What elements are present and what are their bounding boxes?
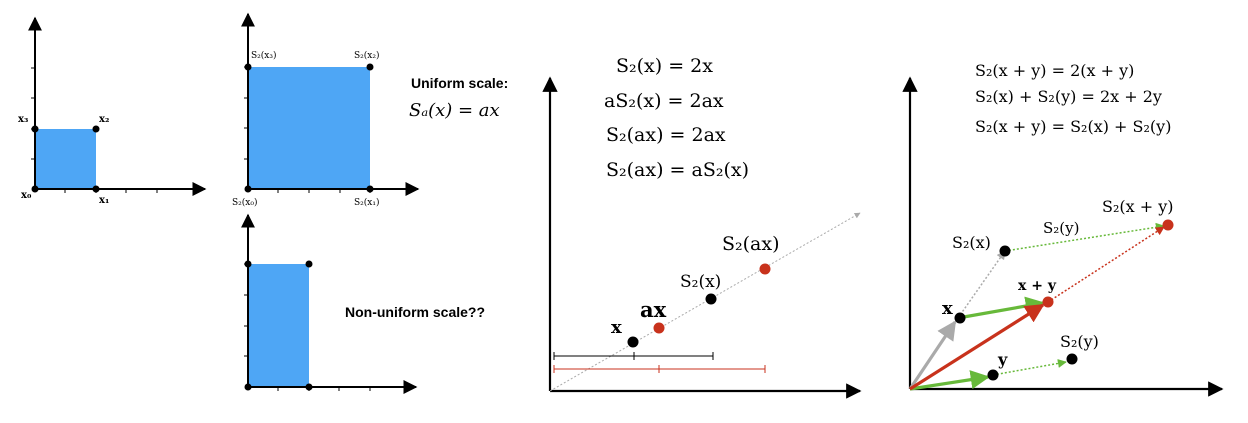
label-s2-x0: S₂(x₀) bbox=[232, 197, 257, 208]
add-point-y bbox=[987, 369, 999, 381]
add-point-s2y bbox=[1066, 353, 1078, 365]
add-label-s2x: S₂(x) bbox=[952, 233, 991, 252]
add-point-x bbox=[954, 312, 966, 324]
label-s2-x1: S₂(x₁) bbox=[354, 197, 379, 208]
original-square-fill bbox=[35, 129, 96, 189]
panel-additivity: S₂(x + y) = 2(x + y) S₂(x) + S₂(y) = 2x … bbox=[902, 61, 1224, 397]
point-s2-x0 bbox=[244, 185, 252, 193]
label-ax: ax bbox=[640, 297, 667, 322]
add-eq1: S₂(x + y) = 2(x + y) bbox=[975, 61, 1134, 80]
green-dotted-s2y-top bbox=[1004, 222, 1165, 252]
point-x0 bbox=[31, 185, 39, 193]
point-x bbox=[627, 336, 639, 348]
label-s2-x3: S₂(x₃) bbox=[251, 50, 276, 61]
green-dotted-s2y bbox=[992, 358, 1067, 376]
label-s2x: S₂(x) bbox=[680, 272, 721, 292]
label-x2: x₂ bbox=[99, 114, 109, 125]
panel-original-square: x₀ x₁ x₂ x₃ bbox=[18, 16, 207, 206]
homog-eq2: aS₂(x) = 2ax bbox=[604, 90, 724, 112]
add-label-x: x bbox=[942, 298, 953, 319]
homog-eq4: S₂(ax) = aS₂(x) bbox=[606, 159, 749, 181]
label-x1: x₁ bbox=[99, 195, 109, 206]
add-eq3: S₂(x + y) = S₂(x) + S₂(y) bbox=[975, 117, 1171, 136]
point-ax bbox=[653, 322, 665, 334]
gray-vector-x bbox=[908, 320, 957, 390]
add-point-x-plus-y bbox=[1042, 296, 1054, 308]
uniform-scale-formula: Sₐ(x) = ax bbox=[409, 100, 500, 121]
gray-dotted-s2x bbox=[957, 250, 1006, 319]
point-x1 bbox=[92, 185, 100, 193]
add-point-s2x bbox=[999, 245, 1011, 257]
homog-eq3: S₂(ax) = 2ax bbox=[606, 124, 726, 146]
point-s2ax bbox=[759, 263, 771, 275]
homog-eq1: S₂(x) = 2x bbox=[616, 55, 713, 77]
red-vector-x-plus-y bbox=[909, 303, 1045, 391]
label-x: x bbox=[611, 317, 622, 338]
panel-homogeneity: S₂(x) = 2x aS₂(x) = 2ax S₂(ax) = 2ax S₂(… bbox=[542, 55, 862, 399]
label-x3: x₃ bbox=[18, 114, 28, 125]
black-length-bars bbox=[553, 352, 714, 360]
green-vector-y bbox=[909, 370, 990, 391]
nu-point-top-right bbox=[305, 260, 313, 268]
nu-point-origin bbox=[244, 383, 252, 391]
red-length-bars bbox=[553, 365, 766, 373]
point-s2-x3 bbox=[244, 63, 252, 71]
panel-nonuniform-scaled bbox=[241, 213, 418, 394]
nonuniform-scale-heading: Non-uniform scale?? bbox=[345, 304, 485, 320]
point-x2 bbox=[92, 125, 100, 133]
label-x0: x₀ bbox=[21, 190, 32, 201]
add-label-s2xy: S₂(x + y) bbox=[1102, 197, 1174, 216]
add-label-s2y-top: S₂(y) bbox=[1043, 219, 1079, 237]
red-dotted-s2xy bbox=[1047, 226, 1165, 303]
add-label-x-plus-y: x + y bbox=[1018, 278, 1057, 294]
panel-uniform-scaled: S₂(x₀) S₂(x₁) S₂(x₂) S₂(x₃) bbox=[232, 12, 420, 208]
point-s2x bbox=[705, 293, 717, 305]
label-s2ax: S₂(ax) bbox=[722, 233, 780, 255]
add-point-s2xy bbox=[1162, 219, 1174, 231]
point-s2-x1 bbox=[366, 185, 374, 193]
point-x3 bbox=[31, 125, 39, 133]
scaled-square-fill bbox=[248, 67, 370, 189]
point-s2-x2 bbox=[366, 63, 374, 71]
nu-point-top-left bbox=[244, 260, 252, 268]
add-label-s2y: S₂(y) bbox=[1060, 332, 1099, 351]
homog-guide-line bbox=[549, 212, 861, 392]
add-label-y: y bbox=[997, 350, 1008, 369]
uniform-scale-heading: Uniform scale: bbox=[411, 75, 508, 91]
nonuniform-rect-fill bbox=[248, 264, 309, 387]
add-eq2: S₂(x) + S₂(y) = 2x + 2y bbox=[975, 87, 1162, 106]
green-vector-y-from-x bbox=[957, 296, 1045, 320]
nu-point-right bbox=[305, 383, 313, 391]
label-s2-x2: S₂(x₂) bbox=[354, 50, 379, 61]
